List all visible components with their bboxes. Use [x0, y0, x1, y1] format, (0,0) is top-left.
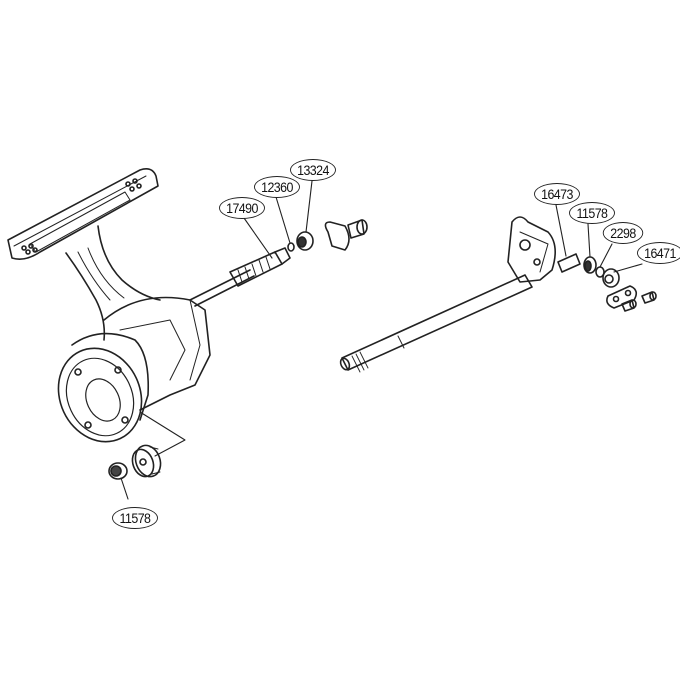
- washer: [287, 242, 295, 252]
- leader-line: [139, 411, 186, 457]
- part-label-12360: 12360: [254, 176, 300, 198]
- leader-line: [587, 223, 591, 258]
- leader-line: [120, 477, 129, 500]
- small-screw-2: [621, 299, 637, 312]
- bearing-left: [108, 462, 128, 480]
- part-label-16473: 16473: [534, 183, 580, 205]
- reel-body: [7, 168, 211, 443]
- screw: [347, 219, 368, 239]
- worm-shaft: [189, 247, 291, 307]
- part-label-16471: 16471: [637, 242, 680, 264]
- part-label-11578-left: 11578: [112, 507, 158, 529]
- bearing-right: [583, 256, 597, 274]
- part-label-13324: 13324: [290, 159, 336, 181]
- small-screw-1: [641, 291, 657, 304]
- pinion-gear: [131, 444, 162, 478]
- leader-line: [555, 204, 567, 257]
- bushing: [296, 231, 314, 251]
- part-label-11578-right: 11578: [569, 202, 615, 224]
- leader-line: [599, 243, 613, 268]
- leader-line: [243, 217, 273, 259]
- collar-16471: [602, 268, 620, 288]
- leader-line: [305, 180, 313, 233]
- part-label-17490: 17490: [219, 197, 265, 219]
- leader-line: [613, 263, 643, 273]
- retainer-plate: [324, 221, 350, 251]
- pin: [557, 253, 581, 273]
- leader-line: [275, 196, 291, 244]
- part-label-2298: 2298: [602, 222, 644, 244]
- main-shaft: [339, 216, 556, 373]
